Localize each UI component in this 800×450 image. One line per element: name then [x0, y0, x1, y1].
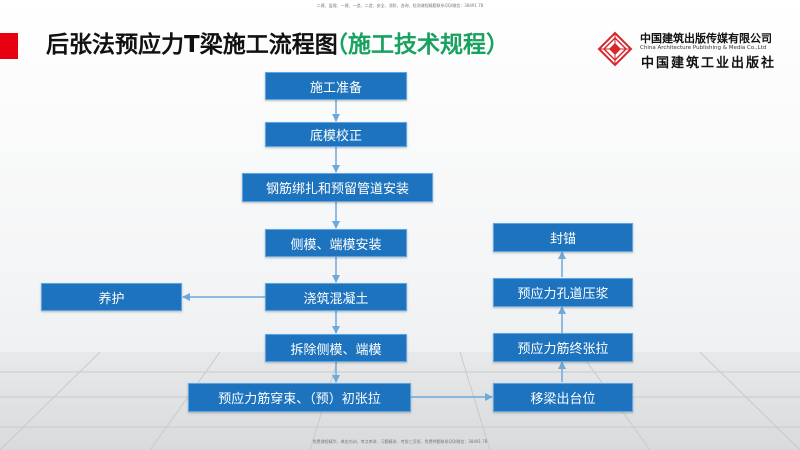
step-final-tension: 预应力筋终张拉 [493, 333, 633, 362]
publisher-calligraphy: 中国建筑工业出版社 [641, 56, 777, 71]
top-note: 二建、监理、一建、一造、二造、安全、消防、咨询、检测课程精题联系QQ/微信：38… [316, 3, 484, 8]
publisher-logo-icon [597, 31, 633, 67]
bottom-note: 免费课程精华、典金内训、考点串讲、习题精讲、考前三页纸、免费押题联系QQ/微信：… [312, 439, 488, 444]
page-subtitle: （施工技术规程） [325, 32, 509, 58]
step-side-forms: 侧模、端模安装 [265, 229, 407, 257]
step-move-beam: 移梁出台位 [493, 383, 633, 412]
publisher-name-cn: 中国建筑出版传媒有限公司 [640, 32, 772, 45]
step-rebar: 钢筋绑扎和预留管道安装 [242, 173, 433, 202]
step-preparation: 施工准备 [265, 72, 407, 100]
title-accent-bar [0, 33, 18, 59]
step-grouting: 预应力孔道压浆 [493, 278, 633, 307]
step-sealing: 封锚 [493, 223, 633, 252]
step-curing: 养护 [41, 283, 182, 311]
publisher-name-en: China Architecture Publishing & Media Co… [640, 45, 767, 51]
step-remove-forms: 拆除侧模、端模 [265, 334, 407, 362]
step-bottom-form: 底模校正 [265, 122, 407, 147]
step-pour: 浇筑混凝土 [265, 283, 407, 311]
step-initial-tension: 预应力筋穿束、（预）初张拉 [188, 383, 411, 412]
page-title: 后张法预应力T梁施工流程图 [46, 32, 338, 58]
